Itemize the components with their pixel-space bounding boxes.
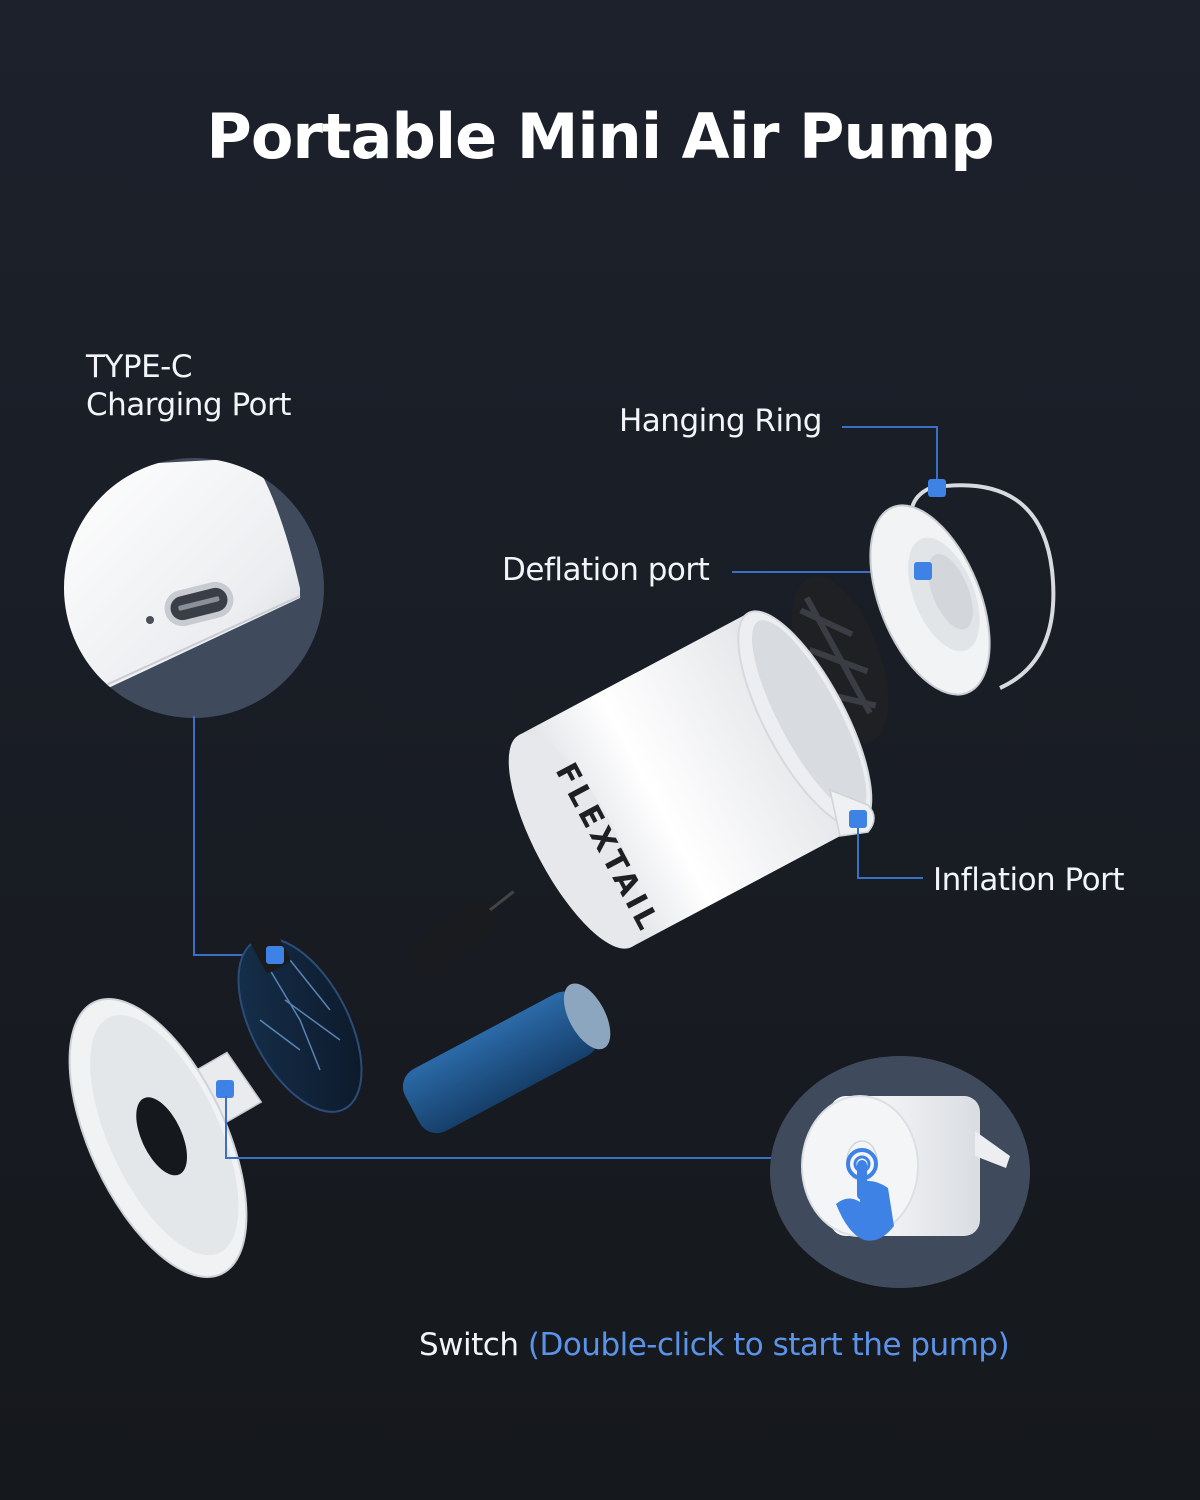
inflation-port-marker [849, 810, 867, 828]
hanging-ring-line-vertical [936, 426, 938, 486]
main-body-part [508, 610, 873, 949]
inflation-port-label: Inflation Port [933, 862, 1125, 898]
switch-line-vertical [225, 1096, 227, 1158]
switch-marker [216, 1080, 234, 1098]
switch-callout-circle [770, 1056, 1030, 1288]
type-c-label: TYPE-C Charging Port [86, 348, 291, 424]
deflation-port-line [732, 571, 922, 573]
switch-caption: Switch (Double-click to start the pump) [419, 1326, 1010, 1364]
hanging-ring-label: Hanging Ring [619, 403, 822, 439]
tap-gesture-icon [836, 1148, 894, 1241]
battery-part [402, 983, 611, 1134]
type-c-callout-line-horizontal [193, 954, 275, 956]
type-c-label-line1: TYPE-C [86, 349, 192, 385]
motor-part [405, 890, 515, 982]
deflation-port-label: Deflation port [502, 552, 710, 588]
pump-top-closeup-image [801, 1095, 1010, 1241]
inflation-port-line-horizontal [857, 877, 923, 879]
inflation-port-line-vertical [857, 828, 859, 878]
type-c-marker [266, 946, 284, 964]
switch-label: Switch [419, 1327, 519, 1363]
switch-note: (Double-click to start the pump) [527, 1327, 1010, 1363]
usb-c-port-icon [164, 581, 234, 627]
pump-bottom-closeup-image [64, 458, 301, 698]
bottom-plate-part [68, 998, 248, 1278]
type-c-callout-circle [64, 458, 324, 718]
deflation-port-marker [914, 562, 932, 580]
switch-line-horizontal [225, 1157, 773, 1159]
type-c-label-line2: Charging Port [86, 387, 291, 423]
type-c-callout-line-vertical [193, 716, 195, 956]
page-title: Portable Mini Air Pump [206, 100, 994, 173]
hanging-ring-line-horizontal [842, 426, 938, 428]
hanging-ring-marker [928, 479, 946, 497]
hanging-ring-part [910, 483, 1056, 690]
